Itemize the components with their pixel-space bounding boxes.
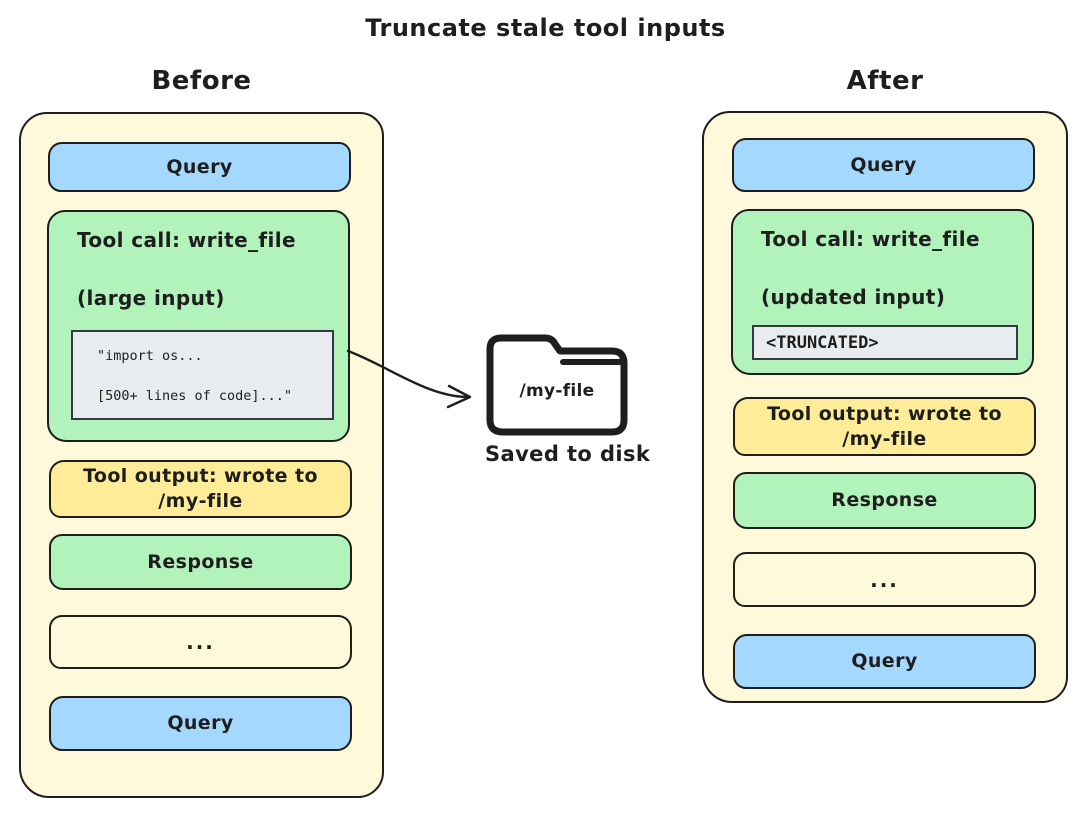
- before-code-line-2: [500+ lines of code]...": [97, 388, 293, 404]
- before-query-bottom-block: Query: [49, 696, 352, 751]
- after-truncated-box: <TRUNCATED>: [752, 325, 1018, 360]
- folder-file-label: /my-file: [519, 381, 595, 401]
- before-tool-output-label: Tool output: wrote to /my-file: [83, 465, 318, 512]
- before-response-block: Response: [49, 534, 352, 590]
- before-response-label: Response: [147, 550, 254, 573]
- after-response-block: Response: [733, 472, 1036, 529]
- after-ellipsis-block: ...: [733, 552, 1036, 607]
- after-tool-call-block: Tool call: write_file (updated input) <T…: [731, 209, 1034, 375]
- before-tool-call-block: Tool call: write_file (large input) "imp…: [47, 210, 350, 442]
- before-query-top-label: Query: [166, 155, 233, 178]
- after-query-top-block: Query: [732, 138, 1035, 192]
- after-query-bottom-label: Query: [851, 650, 918, 673]
- after-ellipsis-label: ...: [870, 567, 899, 592]
- before-tool-call-title: Tool call: write_file: [77, 228, 297, 252]
- after-response-label: Response: [831, 489, 938, 512]
- after-tool-call-title: Tool call: write_file: [761, 227, 981, 251]
- diagram-title: Truncate stale tool inputs: [365, 14, 726, 42]
- before-tool-output-block: Tool output: wrote to /my-file: [49, 460, 352, 518]
- before-heading: Before: [151, 66, 252, 96]
- after-heading: After: [846, 66, 924, 96]
- after-tool-output-block: Tool output: wrote to /my-file: [733, 397, 1036, 456]
- after-query-top-label: Query: [850, 153, 917, 176]
- saved-to-disk-caption: Saved to disk: [485, 442, 651, 466]
- folder-icon: [486, 334, 628, 436]
- after-panel: Query Tool call: write_file (updated inp…: [702, 111, 1068, 703]
- before-ellipsis-label: ...: [186, 630, 215, 654]
- after-query-bottom-block: Query: [733, 634, 1036, 689]
- before-ellipsis-block: ...: [49, 615, 352, 669]
- after-tool-output-label: Tool output: wrote to /my-file: [767, 402, 1002, 450]
- before-panel: Query Tool call: write_file (large input…: [19, 112, 384, 798]
- before-query-top-block: Query: [48, 142, 351, 192]
- before-tool-call-subtitle: (large input): [77, 286, 225, 310]
- before-code-box: "import os... [500+ lines of code]...": [71, 330, 334, 420]
- before-query-bottom-label: Query: [167, 712, 234, 735]
- before-code-line-1: "import os...: [97, 348, 203, 364]
- after-tool-call-subtitle: (updated input): [761, 285, 946, 309]
- after-truncated-marker: <TRUNCATED>: [766, 332, 879, 353]
